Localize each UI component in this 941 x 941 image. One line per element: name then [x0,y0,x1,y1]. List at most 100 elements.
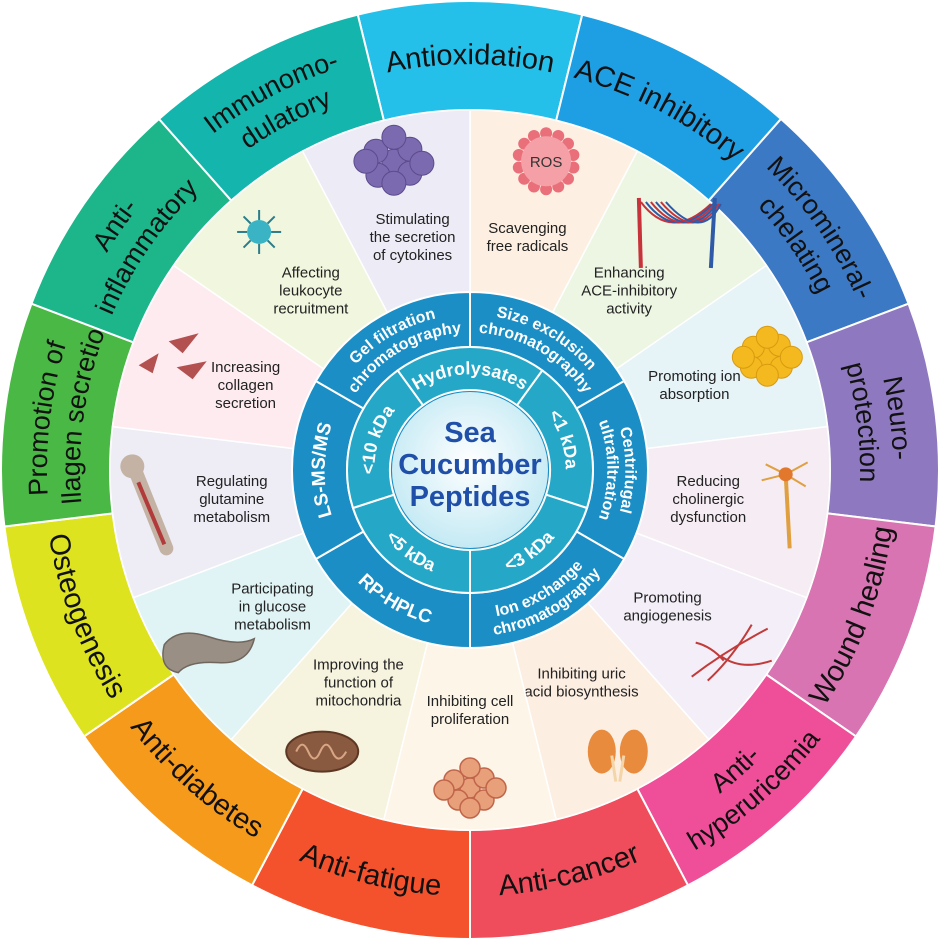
capillary-icon [691,624,773,682]
capillary-line [695,641,725,662]
center-title-line-1: Sea [444,417,496,449]
neuron-icon [761,461,809,549]
outer-segment-osteogenesis: Osteogenesis [3,512,176,738]
fibroblast-icon [138,333,207,380]
middle-segment-2-label-line-3: activity [606,300,652,317]
cell-cluster-icon [433,757,507,819]
soma [778,467,793,482]
cancer-cell [433,779,455,801]
middle-segment-13-label-line-2: the secretion [370,229,456,246]
middle-segment-9-label-line-2: in glucose [239,598,307,615]
mitochondria-icon [285,730,360,773]
leukocyte-icon [237,209,282,254]
marrow-line [136,481,167,546]
ros-spike [540,183,553,196]
middle-segment-1-label-line-1: Scavenging [488,220,566,237]
capillary-line [721,655,773,666]
bone-head [120,454,145,479]
fraction-segment-1-kda: <1 kDa [515,369,594,510]
fraction-ring: Hydrolysates<1 kDa<3 kDa<5 kDa<10 kDa [346,346,594,595]
method-segment-centrifugal-ultrafiltration-label-line-1: Centrifugal [616,425,639,515]
pancreas-shape [162,632,256,674]
leukocyte-body [247,219,272,244]
mineral-bead [755,325,779,349]
middle-segment-4-label-line-2: cholinergic [672,491,744,508]
mineral-bead [779,345,803,369]
kidney-left [587,729,616,774]
ros-badge: ROS [530,154,563,171]
receptor-line [242,215,252,225]
cytokine-granule [409,150,435,176]
fraction-segment-hydrolysates: Hydrolysates [396,346,544,407]
middle-segment-7-label-line-1: Inhibiting cell [427,693,514,710]
middle-segment-12-label-line-3: recruitment [273,300,349,317]
middle-segment-4-label-line-1: Reducing [677,473,740,490]
middle-segment-12-label-line-2: leukocyte [279,282,342,299]
middle-segment-5-label-line-1: Promoting [633,589,701,606]
middle-segment-2-label-line-1: Enhancing [594,264,665,281]
cancer-cell [459,757,481,779]
middle-segment-13-label-line-1: Stimulating [375,211,449,228]
cancer-cell [485,777,507,799]
middle-segment-8-label-line-1: Improving the [313,657,404,674]
receptor-line [266,239,276,249]
ureter-lines [610,755,626,782]
center-title-line-2: Cucumber [398,449,541,481]
middle-segment-10-label-line-1: Regulating [196,473,268,490]
cytokine-granule [381,170,407,196]
mineral-bead [731,345,755,369]
center-hub: Sea Cucumber Peptides [392,392,548,548]
ros-cell-icon: ROS [512,127,580,196]
vessel-line [665,201,722,224]
capillary-line [691,627,769,678]
middle-segment-7-label-line-2: proliferation [431,711,509,728]
cytokine-granule [381,124,407,150]
cancer-cell [459,797,481,819]
ros-spike [540,127,553,140]
middle-segment-11-label-line-3: secretion [215,395,276,412]
kidneys-icon [587,729,648,782]
middle-segment-13-label-line-3: of cytokines [373,247,452,264]
middle-segment-6-label-line-2: acid biosynthesis [524,684,638,701]
middle-segment-2-label-line-2: ACE-inhibitory [581,282,677,299]
blood-vessels-icon [636,197,722,269]
ros-body [521,136,572,187]
mineral-cluster-icon [731,325,803,387]
middle-segment-11-label-line-2: collagen [218,377,274,394]
mito-body [285,730,360,773]
middle-segment-8-label-line-3: mitochondria [316,693,403,710]
outer-segment-antioxidation: Antioxidation [356,0,584,122]
middle-segment-10-label-line-3: metabolism [193,509,270,526]
center-circle [392,392,548,548]
cytokine-granule [353,148,379,174]
mineral-bead [755,363,779,387]
fraction-segment-10-kda: <10 kDa [346,369,425,510]
capillary-line [707,624,753,682]
axon-line [783,474,792,549]
middle-segment-1-label-line-2: free radicals [487,238,569,255]
middle-segment-3-label-line-2: absorption [659,386,729,403]
middle-segment-10-label-line-2: glutamine [199,491,264,508]
fibroblast-cell [176,361,207,380]
middle-segment-9-label-line-3: metabolism [234,616,311,633]
artery-line [636,197,643,269]
outer-segment-immunomo-dulatory: Immunomo-dulatory [157,13,386,202]
outer-segment-neuro-protection: Neuro-protection [805,302,940,528]
fraction-segment-10-kda-band [346,369,425,510]
receptor-line [266,215,276,225]
middle-segment-3-label-line-1: Promoting ion [648,368,741,385]
center-title-line-3: Peptides [410,481,531,513]
fibroblast-cell [138,353,159,374]
middle-segment-4-label-line-3: dysfunction [670,509,746,526]
method-segment-ls-ms-ms: LS-MS/MS [291,379,365,561]
